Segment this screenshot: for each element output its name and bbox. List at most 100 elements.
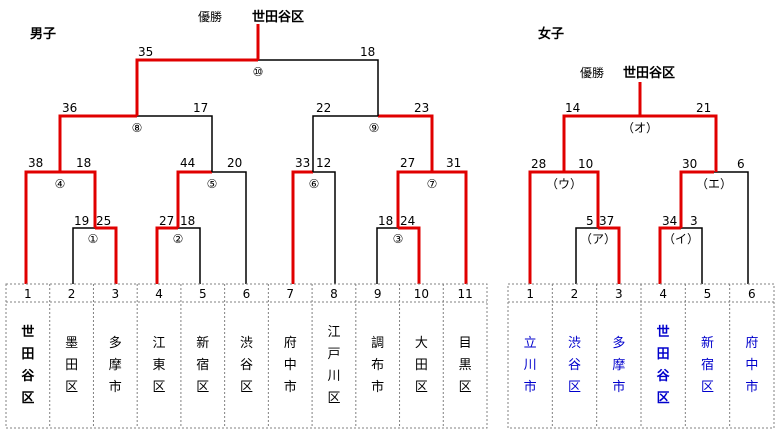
winner-path [24,170,60,284]
winner-path [135,58,258,116]
match-left-score: 33 [295,156,310,170]
girls-champion-name: 世田谷区 [623,65,675,81]
winner-path [58,114,137,172]
winner-path [562,114,640,172]
boys-team-cell: 1 世田谷区 [21,287,35,406]
team-name: 世田谷区 [21,324,35,406]
match-left-score: 22 [316,101,331,115]
bracket-path [376,227,398,284]
match-left-score: 30 [682,157,697,171]
boys-match-8: ⑧ 36 17 [62,101,208,135]
match-label: ④ [55,177,66,191]
winner-path [528,170,564,284]
bracket-path [72,227,95,284]
team-name: 目黒区 [459,336,472,395]
winner-path [432,170,468,284]
boys-match-2: ② 27 18 [159,214,195,246]
bracket-path [178,227,201,284]
match-left-score: 28 [531,157,546,171]
match-label: （ア） [580,232,616,246]
team-number: 1 [24,287,32,301]
team-number: 5 [704,287,712,301]
match-right-score: 18 [360,45,375,59]
match-label: （ウ） [546,177,582,191]
winner-path [291,170,313,284]
team-name: 調布市 [371,336,384,395]
winner-path [176,170,212,228]
team-name: 大田区 [415,336,428,395]
team-name: 立川市 [524,336,537,395]
match-left-score: 27 [400,156,415,170]
team-number: 3 [111,287,119,301]
team-number: 7 [286,287,294,301]
team-number: 2 [68,287,76,301]
bracket-path [681,227,703,284]
team-number: 11 [457,287,472,301]
winner-path [598,226,621,284]
match-right-score: 18 [76,156,91,170]
winner-path [378,114,434,172]
team-number: 6 [243,287,251,301]
winner-path [679,170,714,228]
bracket-lines [24,24,749,284]
winner-path [658,226,681,284]
winner-path [564,170,600,228]
match-right-score: 37 [599,214,614,228]
team-number: 2 [571,287,579,301]
team-name: 墨田区 [65,336,78,395]
match-label: ⑨ [369,121,380,135]
match-right-score: 17 [193,101,208,115]
match-label: ⑤ [207,177,218,191]
match-right-score: 20 [227,156,242,170]
match-label: ① [88,232,99,246]
boys-match-1: ① 19 25 [74,214,111,246]
match-label: （エ） [696,177,732,191]
girls-match-a: （ア） 5 37 [580,214,616,246]
boys-match-6: ⑥ 33 12 [295,156,331,191]
team-name: 府中市 [745,336,758,395]
team-name: 多摩市 [612,335,625,395]
match-left-score: 5 [586,214,594,228]
boys-match-9: ⑨ 22 23 [316,101,429,135]
match-label: ⑩ [253,65,264,79]
match-left-score: 44 [180,156,195,170]
bracket-path [137,115,213,172]
winner-path [60,170,97,228]
match-label: ⑦ [427,177,438,191]
match-right-score: 3 [690,214,698,228]
bracket-path [312,115,378,172]
match-left-score: 38 [28,156,43,170]
team-name: 江東区 [153,336,166,395]
girls-champion-caption: 優勝 [580,65,604,80]
boys-team-table: 1世田谷区2墨田区3多摩市4江東区5新宿区6渋谷区7府中市8江戸川区9調布市10… [5,283,488,429]
team-name: 府中市 [284,336,297,395]
girls-match-o: （オ） 14 21 [565,101,711,135]
boys-match-10: ⑩ 35 18 [138,45,375,79]
winner-path [396,170,432,228]
girls-section-label: 女子 [538,26,564,42]
team-number: 8 [330,287,338,301]
boys-champion-caption: 優勝 [198,9,222,24]
table-border [5,283,488,429]
match-right-score: 10 [578,157,593,171]
match-label: ⑥ [309,177,320,191]
boys-team-cell: 11 目黒区 [457,287,472,395]
match-label: ③ [393,232,404,246]
match-right-score: 21 [696,101,711,115]
match-left-score: 19 [74,214,89,228]
team-name: 世田谷区 [657,324,671,406]
team-number: 5 [199,287,207,301]
winner-path [398,226,421,284]
match-right-score: 25 [96,214,111,228]
